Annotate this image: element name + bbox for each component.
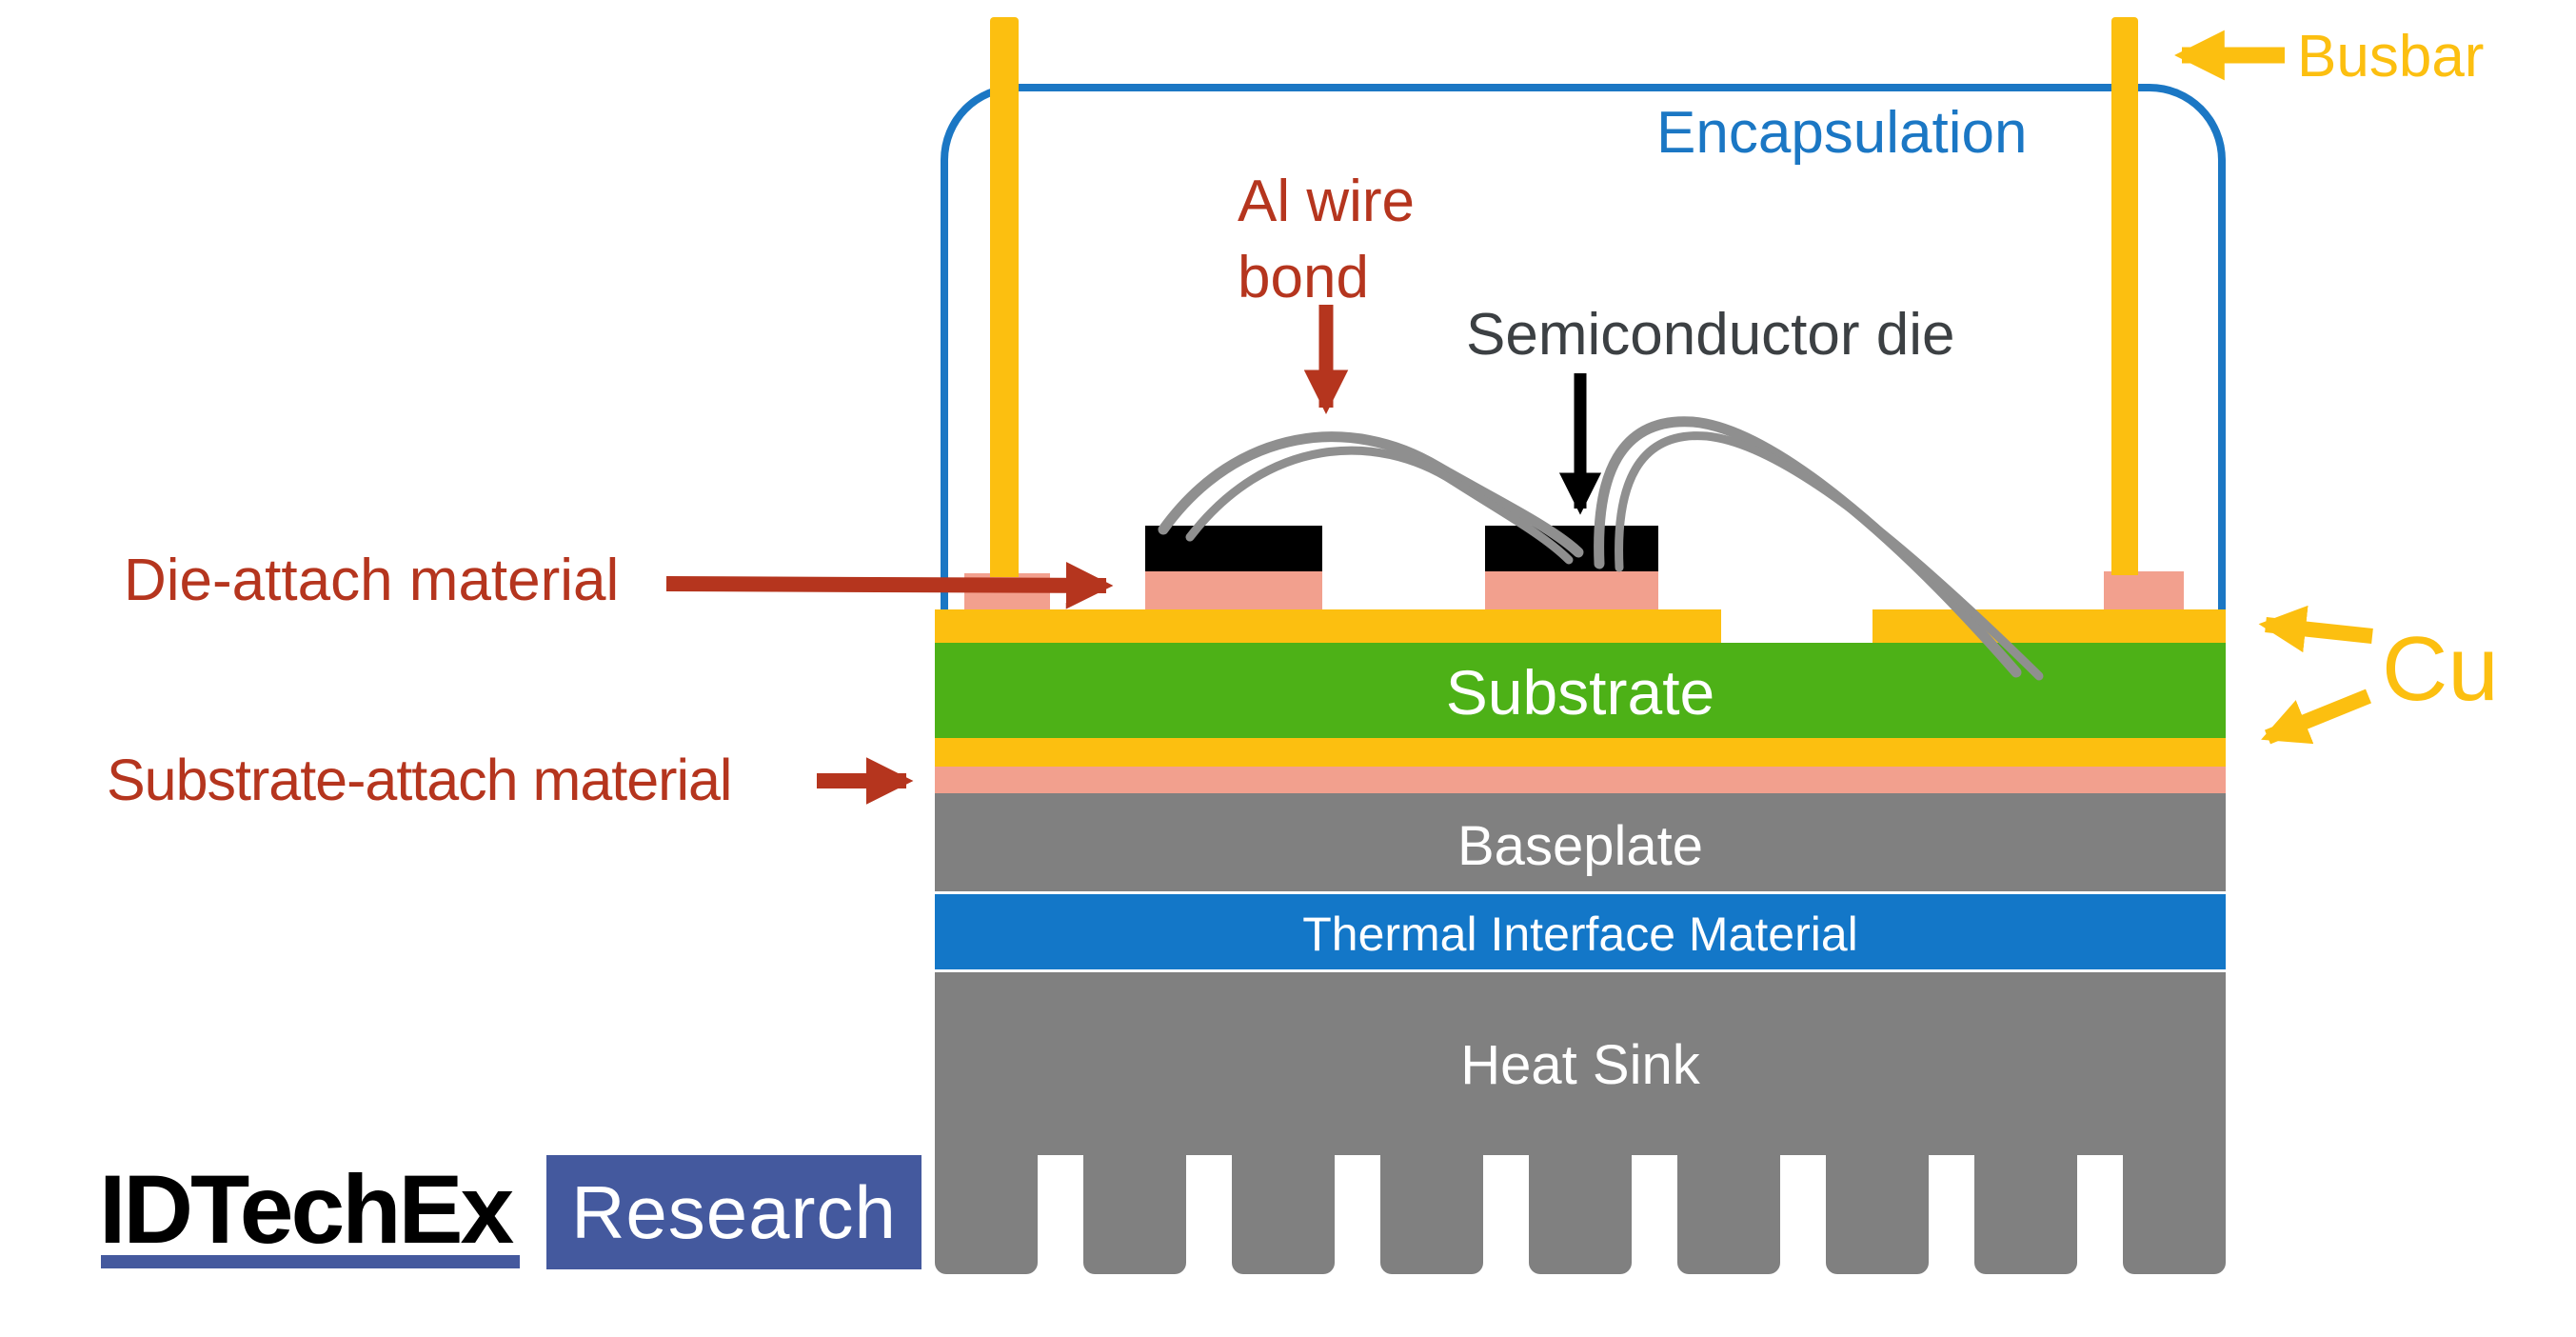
al-wire-bond-label: Al wire bond bbox=[1238, 164, 1415, 316]
cu-layer-bottom bbox=[935, 738, 2226, 767]
die-attach-label: Die-attach material bbox=[124, 548, 620, 613]
cu-arrow-top bbox=[2258, 605, 2373, 653]
heat-sink-label: Heat Sink bbox=[1460, 1034, 1700, 1096]
idtechex-logo-underline bbox=[101, 1255, 520, 1268]
substrate-attach-label: Substrate-attach material bbox=[107, 748, 732, 812]
semiconductor-die-label: Semiconductor die bbox=[1466, 302, 1955, 368]
heat-sink-fin bbox=[1380, 1155, 1483, 1274]
busbar-label: Busbar bbox=[2297, 24, 2485, 90]
baseplate-layer: Baseplate bbox=[935, 793, 2226, 891]
heat-sink-fin bbox=[1232, 1155, 1335, 1274]
heat-sink-fin bbox=[1083, 1155, 1186, 1274]
encapsulation-outline bbox=[941, 84, 2226, 617]
cu-trace-top-left bbox=[935, 609, 1721, 643]
idtechex-logo-text: IDTechEx bbox=[99, 1155, 514, 1264]
research-logo-text: Research bbox=[571, 1169, 897, 1254]
tim-layer: Thermal Interface Material bbox=[935, 894, 2226, 969]
substrate-attach-layer bbox=[935, 767, 2226, 793]
heat-sink-body: Heat Sink bbox=[935, 972, 2226, 1155]
busbar-solder-pad-right bbox=[2104, 571, 2184, 609]
die-attach-pad-2 bbox=[1485, 571, 1658, 609]
heat-sink-fin bbox=[1529, 1155, 1632, 1274]
heat-sink-fin bbox=[1974, 1155, 2077, 1274]
semiconductor-die-2 bbox=[1485, 526, 1658, 571]
heat-sink-fins bbox=[935, 1155, 2226, 1274]
al-wire-bond-label-line1: Al wire bbox=[1238, 169, 1416, 234]
encapsulation-label: Encapsulation bbox=[1656, 100, 2028, 166]
baseplate-label: Baseplate bbox=[1457, 815, 1703, 877]
substrate-layer: Substrate bbox=[935, 643, 2226, 738]
cu-trace-top-right bbox=[1873, 609, 2226, 643]
heat-sink-fin bbox=[935, 1155, 1038, 1274]
heat-sink-fin bbox=[1677, 1155, 1780, 1274]
semiconductor-die-1 bbox=[1145, 526, 1322, 571]
die-attach-pad-1 bbox=[1145, 571, 1322, 609]
heat-sink-fin bbox=[2123, 1155, 2226, 1274]
busbar-right bbox=[2111, 17, 2138, 575]
busbar-solder-pad-left bbox=[964, 573, 1050, 609]
research-logo-box: Research bbox=[546, 1155, 921, 1269]
busbar-left bbox=[990, 17, 1019, 577]
cu-label: Cu bbox=[2382, 618, 2499, 720]
substrate-label: Substrate bbox=[1445, 657, 1715, 728]
heat-sink-fin bbox=[1826, 1155, 1929, 1274]
cu-arrow-bottom bbox=[2261, 688, 2372, 745]
al-wire-bond-label-line2: bond bbox=[1238, 245, 1369, 310]
tim-label: Thermal Interface Material bbox=[1302, 908, 1858, 961]
